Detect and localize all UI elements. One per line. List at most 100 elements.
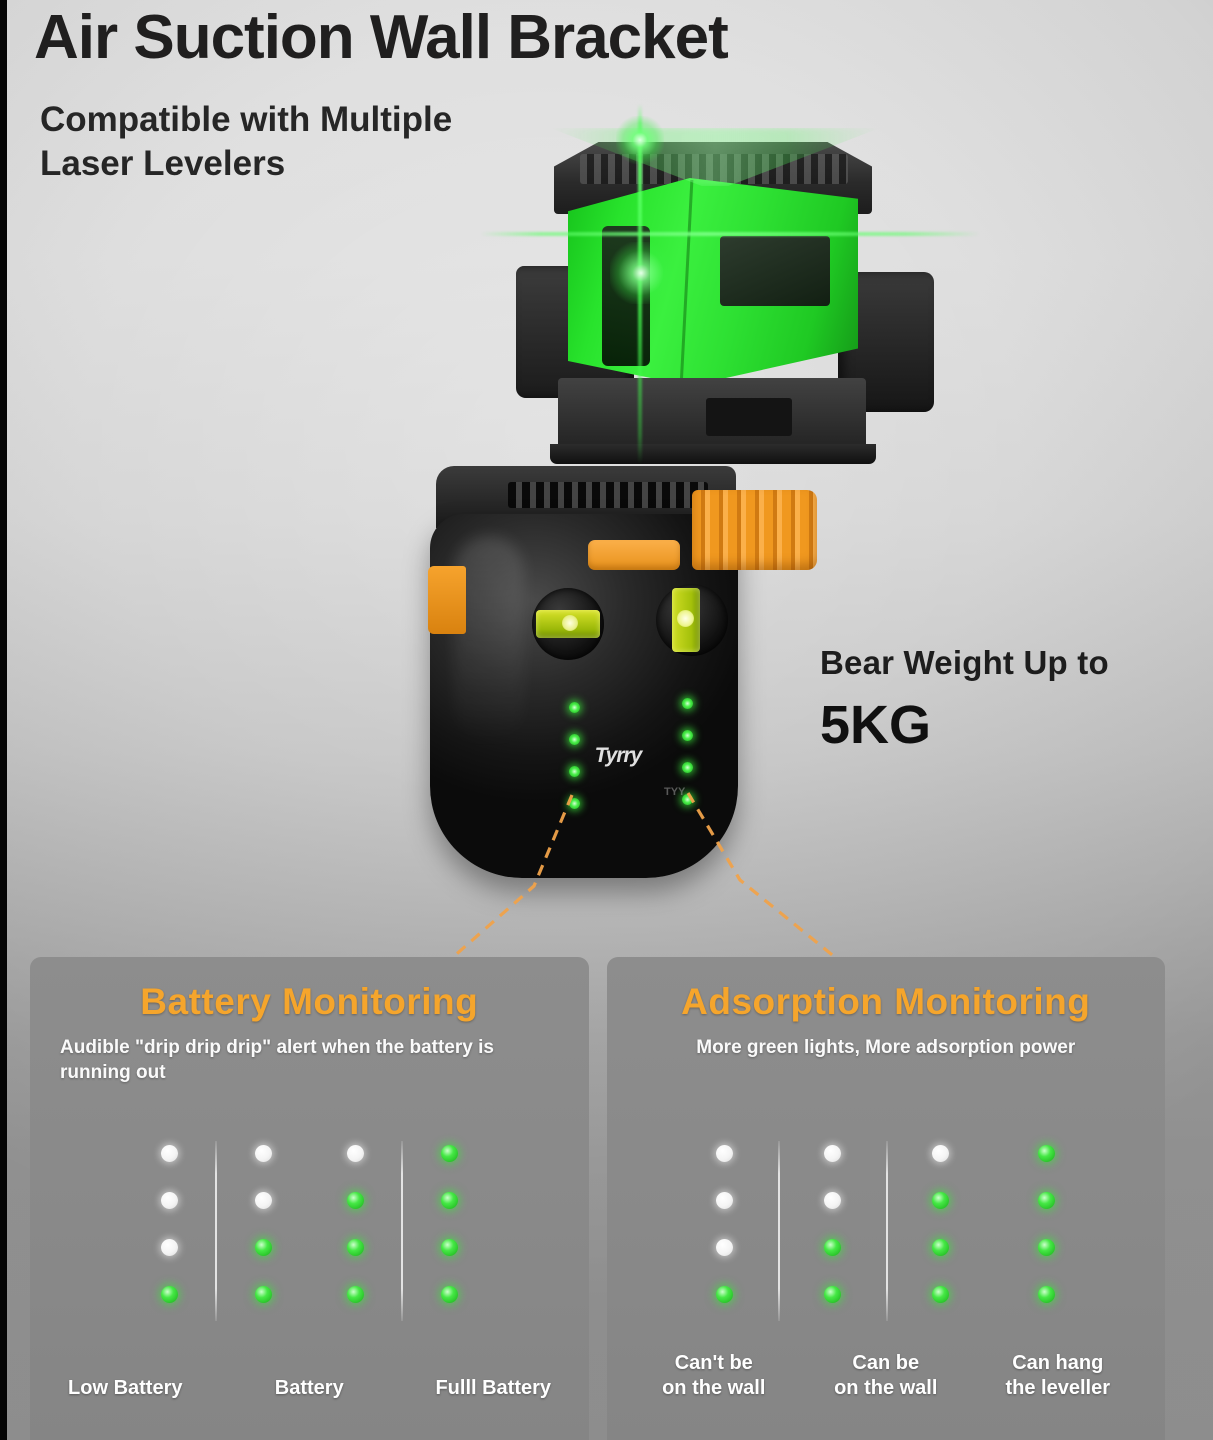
bracket-vent-slots: [508, 482, 708, 508]
label-line: the leveller: [1005, 1377, 1110, 1400]
bracket-led: [682, 762, 693, 773]
brand-sub-mark: TYY: [664, 786, 686, 798]
page-title: Air Suction Wall Bracket: [34, 3, 729, 72]
led-dot: [824, 1286, 842, 1303]
led-dot: [824, 1192, 842, 1209]
led-dot: [1038, 1286, 1056, 1303]
led-dot: [440, 1145, 458, 1162]
bracket-led: [569, 766, 580, 777]
led-dot: [440, 1192, 458, 1209]
bracket-adsorption-led-column: [682, 698, 694, 826]
led-dot: [346, 1286, 364, 1303]
bear-weight-value: 5KG: [820, 695, 932, 755]
laser-beam-flare-center: [610, 242, 672, 304]
battery-label-full: Fulll Battery: [401, 1376, 585, 1402]
led-dot: [716, 1192, 734, 1209]
adsorption-led-grid: [607, 1141, 1166, 1333]
panel-battery-monitoring: Battery Monitoring Audible "drip drip dr…: [30, 957, 589, 1440]
bubble-vial-vertical: [672, 588, 700, 652]
battery-led-group-full: [403, 1145, 495, 1333]
led-column: [217, 1145, 309, 1333]
bear-weight-label: Bear Weight Up to: [820, 644, 1109, 681]
panel-adsorption-monitoring: Adsorption Monitoring More green lights,…: [606, 957, 1166, 1440]
subtitle-line-1: Compatible with Multiple: [40, 100, 453, 139]
battery-led-group-mid: [217, 1145, 401, 1333]
label-line: Battery: [274, 1377, 344, 1400]
monitoring-panels: Battery Monitoring Audible "drip drip dr…: [30, 957, 1165, 1440]
battery-label-low: Low Battery: [33, 1376, 217, 1402]
brand-logo: Tyrry: [594, 744, 643, 767]
label-line: Can hang: [1012, 1351, 1104, 1374]
led-dot: [932, 1286, 950, 1303]
bracket-led: [569, 702, 580, 713]
adsorption-led-group-strong: [888, 1145, 1100, 1333]
bracket-led: [569, 798, 580, 809]
leveler-front-panel: [720, 236, 830, 306]
led-dot: [160, 1145, 178, 1162]
label-line: Fulll Battery: [435, 1377, 552, 1400]
led-dot: [346, 1145, 364, 1162]
led-column: [403, 1145, 495, 1333]
bracket-led: [569, 734, 580, 745]
adsorption-led-group-ok: [780, 1145, 886, 1333]
bubble-level-vertical: [656, 584, 728, 656]
laser-beam-horizontal: [480, 232, 980, 236]
bubble-level-horizontal: [532, 588, 604, 660]
led-dot: [1038, 1145, 1056, 1162]
label-line: Can't be: [674, 1351, 753, 1374]
led-column: [123, 1145, 215, 1333]
bracket-orange-knob: [692, 490, 817, 570]
label-line: Can be: [852, 1351, 920, 1374]
led-dot: [440, 1286, 458, 1303]
battery-labels-row: Low Battery Battery Fulll Battery: [30, 1376, 589, 1402]
led-column: [994, 1145, 1100, 1333]
led-dot: [254, 1286, 272, 1303]
battery-label-mid: Battery: [217, 1376, 401, 1402]
led-dot: [1038, 1239, 1056, 1256]
led-dot: [254, 1145, 272, 1162]
subtitle-line-2: Laser Levelers: [40, 143, 286, 183]
left-edge-strip: [0, 0, 7, 1440]
led-dot: [716, 1145, 734, 1162]
bracket-led: [682, 730, 693, 741]
laser-leveler-image: [480, 104, 980, 500]
led-dot: [932, 1192, 950, 1209]
led-dot: [160, 1239, 178, 1256]
label-line: on the wall: [834, 1377, 938, 1400]
led-dot: [716, 1239, 734, 1256]
adsorption-labels-row: Can't be on the wall Can be on the wall …: [607, 1351, 1166, 1402]
panel-divider: [401, 1141, 404, 1321]
led-dot: [824, 1145, 842, 1162]
adsorption-led-group-none: [672, 1145, 778, 1333]
adsorption-label-none: Can't be on the wall: [628, 1351, 800, 1402]
page-subtitle: Compatible with Multiple Laser Levelers: [40, 98, 560, 186]
panel-battery-title: Battery Monitoring: [140, 981, 479, 1022]
panel-divider: [777, 1141, 780, 1321]
panel-divider: [885, 1141, 888, 1321]
wall-bracket-image: Tyrry TYY: [424, 466, 824, 896]
led-dot: [160, 1192, 178, 1209]
led-dot: [160, 1286, 178, 1303]
led-dot: [346, 1239, 364, 1256]
bracket-orange-lever: [588, 540, 680, 570]
bracket-battery-led-column: [569, 702, 581, 830]
led-dot: [346, 1192, 364, 1209]
panel-divider: [215, 1141, 218, 1321]
led-column: [780, 1145, 886, 1333]
label-line: on the wall: [662, 1377, 766, 1400]
battery-led-group-low: [123, 1145, 215, 1333]
led-dot: [932, 1145, 950, 1162]
bracket-orange-side-tab: [428, 566, 466, 634]
panel-battery-subtitle: Audible "drip drip drip" alert when the …: [60, 1037, 494, 1084]
led-dot: [932, 1239, 950, 1256]
led-column: [309, 1145, 401, 1333]
adsorption-label-strong: Can hang the leveller: [972, 1351, 1144, 1402]
led-dot: [254, 1239, 272, 1256]
battery-led-grid: [30, 1141, 589, 1333]
led-column: [888, 1145, 994, 1333]
leveler-base-lip: [550, 444, 876, 464]
led-dot: [1038, 1192, 1056, 1209]
led-dot: [824, 1239, 842, 1256]
led-column: [672, 1145, 778, 1333]
